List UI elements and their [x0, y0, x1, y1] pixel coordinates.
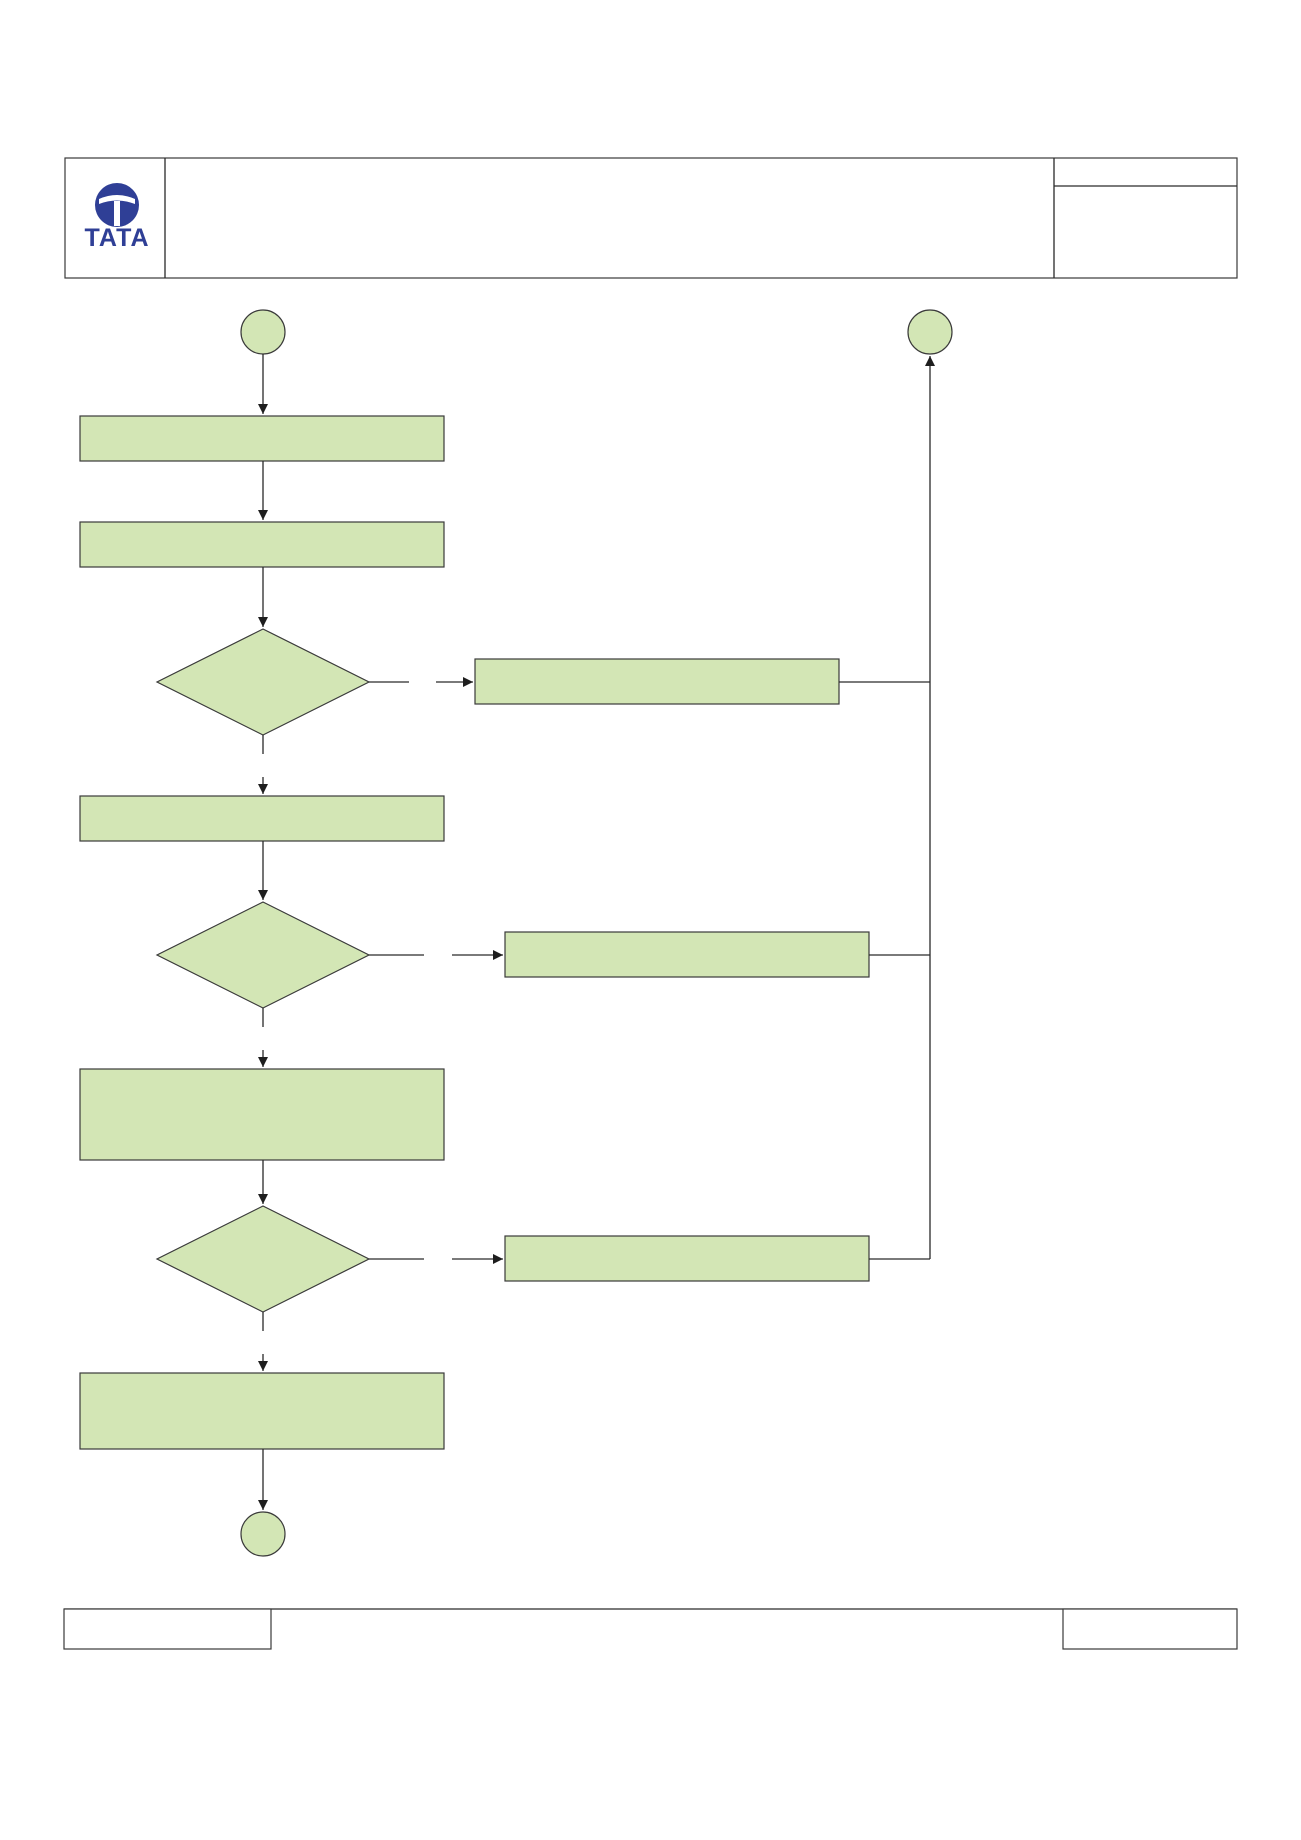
- process-step-2: [79, 521, 445, 568]
- branch-step-2: [504, 931, 870, 978]
- header-frame: [64, 157, 1238, 279]
- branch-step-3: [504, 1235, 870, 1282]
- process-step-5: [79, 1372, 445, 1450]
- decision-2: [155, 901, 371, 1009]
- end-connector: [240, 1511, 286, 1557]
- footer-left-box: [63, 1608, 272, 1650]
- tata-logo-icon: TATA: [84, 183, 149, 252]
- process-step-3: [79, 795, 445, 842]
- decision-1: [155, 628, 371, 736]
- branch-step-1: [474, 658, 840, 705]
- return-connector: [907, 309, 953, 355]
- document-footer: [63, 1608, 1238, 1650]
- start-connector: [240, 309, 286, 355]
- logo-text: TATA: [84, 224, 149, 252]
- document-header: TATA: [64, 157, 1238, 279]
- process-step-4: [79, 1068, 445, 1161]
- process-step-1: [79, 415, 445, 462]
- decision-3: [155, 1205, 371, 1313]
- footer-right-box: [1062, 1608, 1238, 1650]
